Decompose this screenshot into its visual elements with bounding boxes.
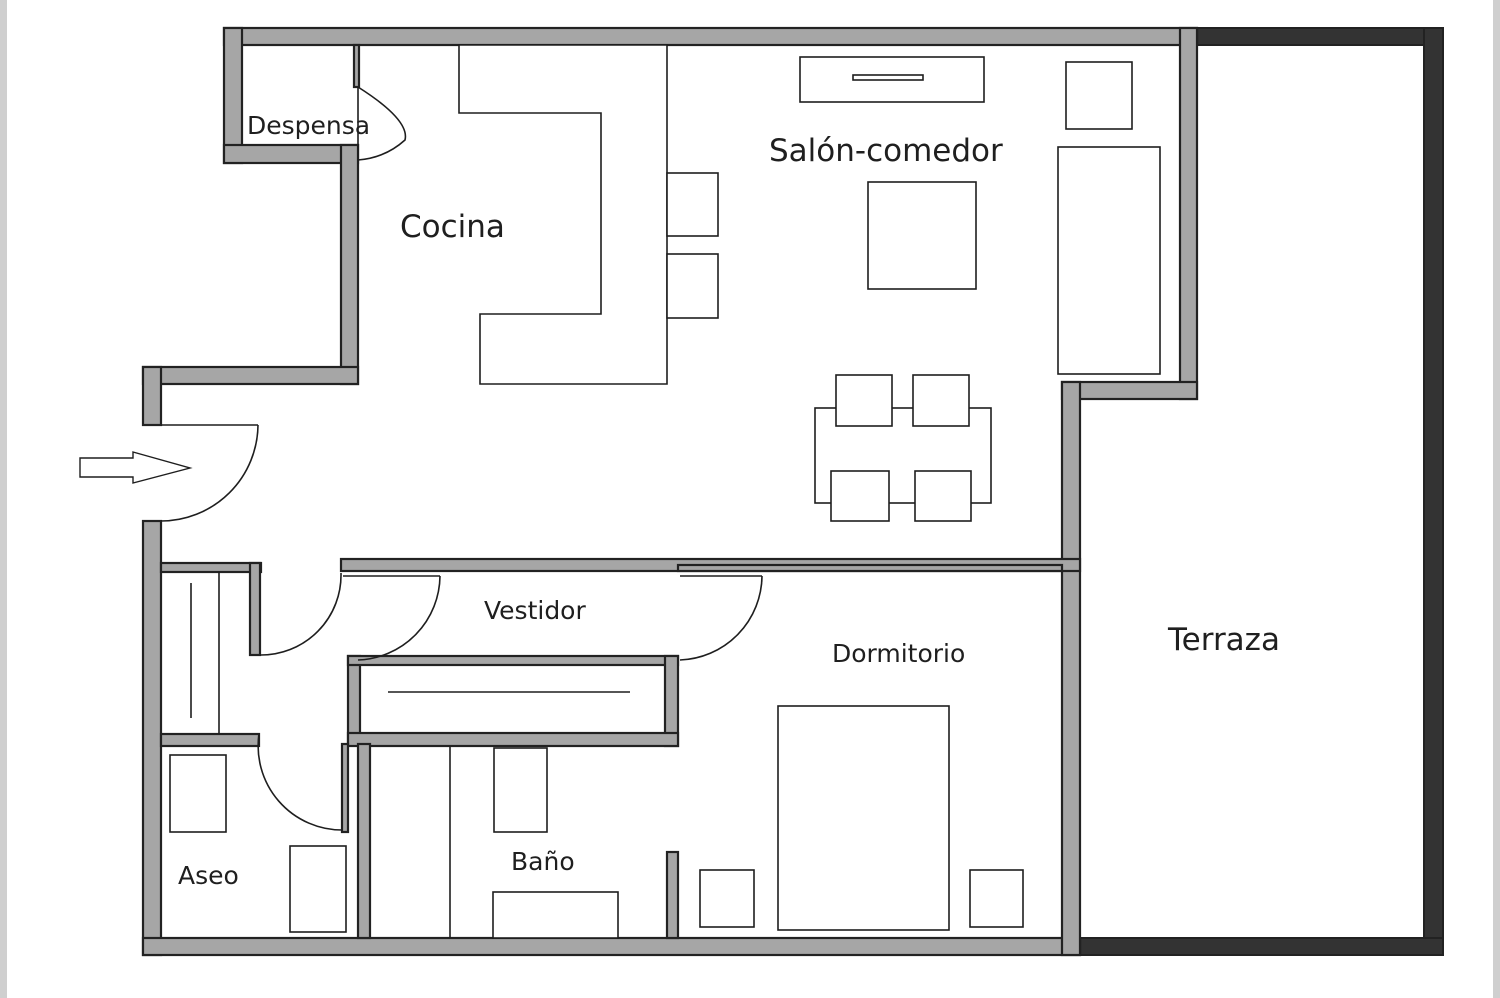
- bar-stools: [666, 172, 719, 319]
- bed: [777, 705, 950, 931]
- page-border-left: [0, 0, 7, 998]
- label-aseo: Aseo: [178, 861, 239, 890]
- label-bano: Baño: [511, 847, 575, 876]
- entrance-door[interactable]: [160, 424, 259, 522]
- label-vestidor: Vestidor: [484, 596, 586, 625]
- interior-walls: [159, 43, 1082, 940]
- label-dormitorio: Dormitorio: [832, 639, 965, 668]
- vestidor-door-right[interactable]: [679, 575, 763, 661]
- label-cocina: Cocina: [400, 209, 505, 245]
- label-despensa: Despensa: [247, 111, 370, 140]
- tv-unit: [799, 56, 985, 103]
- exterior-walls: [141, 26, 1199, 957]
- sofa: [1057, 146, 1161, 375]
- hall-closet: [190, 572, 220, 734]
- aseo-fixtures: [169, 754, 347, 933]
- aseo-door[interactable]: [257, 733, 343, 831]
- terrace-edge: [1077, 27, 1444, 956]
- closet-door[interactable]: [259, 572, 342, 656]
- vestidor-door-left[interactable]: [343, 575, 441, 661]
- bano-fixtures: [449, 746, 619, 939]
- page-border-right: [1493, 0, 1500, 998]
- entrance-arrow: [79, 451, 193, 484]
- despensa-door[interactable]: [357, 86, 407, 161]
- nightstand-left: [699, 869, 755, 928]
- nightstand-right: [969, 869, 1024, 928]
- armchair: [1065, 61, 1133, 130]
- kitchen-counter: [458, 44, 668, 385]
- dining-set: [814, 374, 992, 522]
- label-salon-comedor: Salón-comedor: [769, 133, 1003, 169]
- label-terraza: Terraza: [1167, 622, 1280, 658]
- coffee-table: [867, 181, 977, 290]
